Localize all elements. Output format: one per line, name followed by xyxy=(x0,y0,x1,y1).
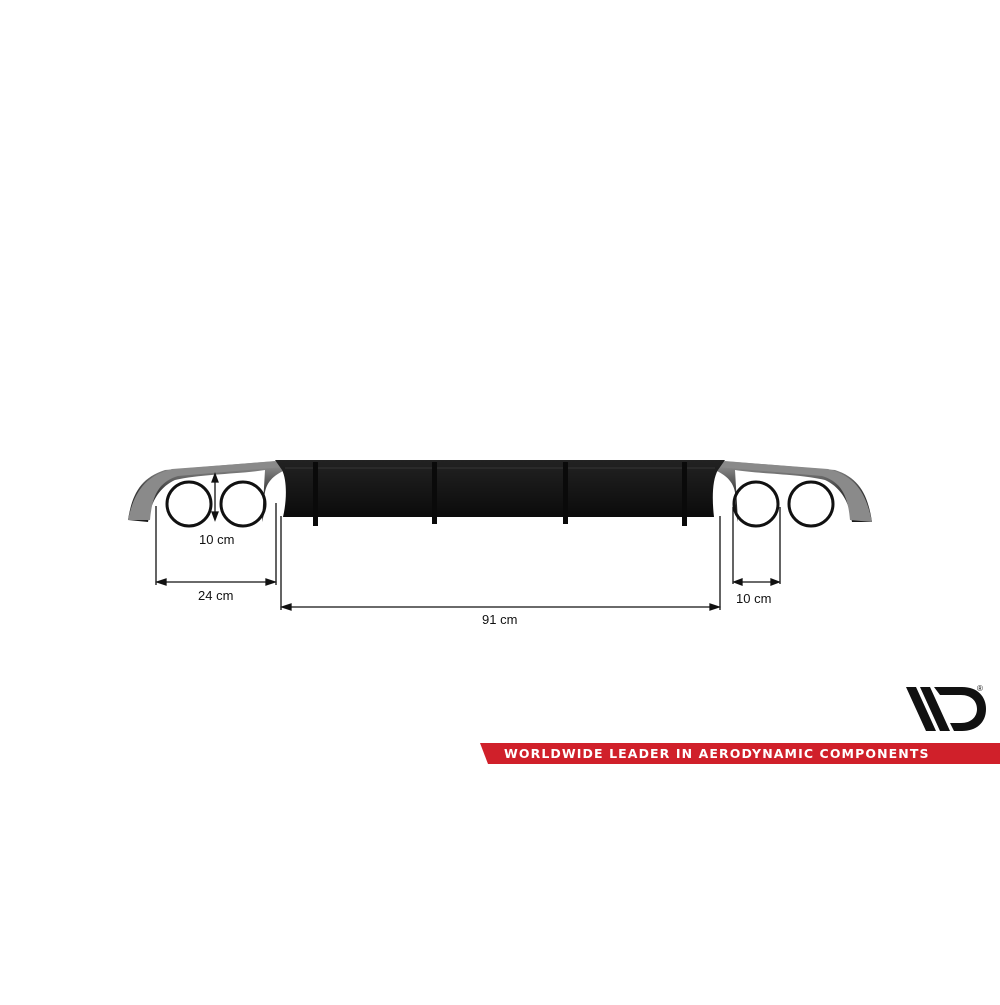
diffuser-center-body xyxy=(275,460,725,517)
exhaust-ring xyxy=(787,480,835,528)
tagline-banner xyxy=(480,743,1000,764)
center-width-dimension xyxy=(279,516,722,611)
left-span-dimension-label: 24 cm xyxy=(198,588,234,603)
exhaust-ring xyxy=(732,480,780,528)
brand-tagline: WORLDWIDE LEADER IN AERODYNAMIC COMPONEN… xyxy=(504,746,930,761)
diffuser-fin xyxy=(432,462,437,524)
left-span-dimension xyxy=(154,503,278,586)
exhaust-ring xyxy=(165,480,213,528)
center-width-dimension-label: 91 cm xyxy=(482,612,518,627)
exhaust-ring xyxy=(219,480,267,528)
diffuser-fin xyxy=(682,462,687,526)
diffuser-fin xyxy=(563,462,568,524)
right-diameter-dimension-label: 10 cm xyxy=(736,591,772,606)
diffuser-fin xyxy=(313,462,318,526)
height-dimension-label: 10 cm xyxy=(199,532,235,547)
brand-logo-icon xyxy=(906,687,986,731)
right-diameter-dimension xyxy=(732,507,781,586)
registered-mark: ® xyxy=(977,684,983,693)
height-dimension-arrow xyxy=(211,472,219,522)
